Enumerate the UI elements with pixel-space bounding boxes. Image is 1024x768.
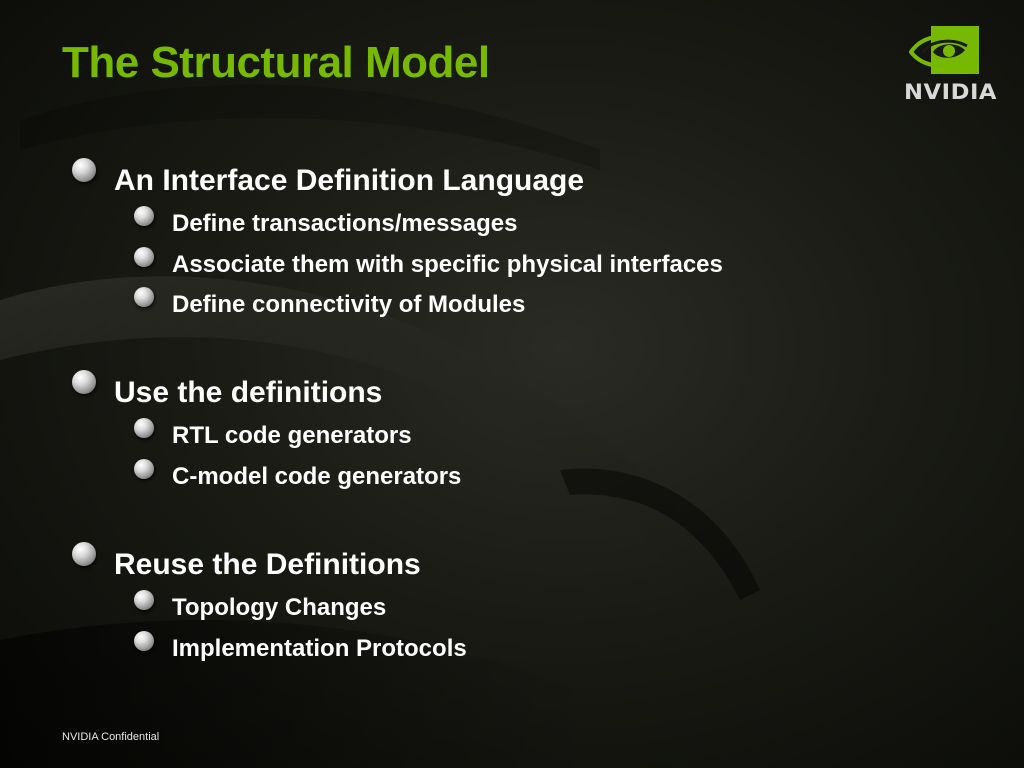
sub-bullet-icon <box>134 206 154 226</box>
bullet-heading: Reuse the Definitions <box>114 548 421 581</box>
bullet-heading: An Interface Definition Language <box>114 164 585 197</box>
sub-bullet-icon <box>134 247 154 267</box>
sub-bullet-icon <box>134 418 154 438</box>
sub-bullet-item: RTL code generators <box>172 422 412 449</box>
sub-bullet-icon <box>134 459 154 479</box>
nvidia-logo-text: NVIDIA <box>904 80 998 104</box>
slide-title: The Structural Model <box>62 38 490 87</box>
sub-bullet-item: Define transactions/messages <box>172 210 518 237</box>
sub-bullet-item: Implementation Protocols <box>172 635 467 662</box>
bullet-icon <box>72 542 96 566</box>
bullet-icon <box>72 370 96 394</box>
sub-bullet-icon <box>134 590 154 610</box>
nvidia-logo: NVIDIA <box>900 26 1004 106</box>
nvidia-eye-logo-icon <box>909 26 979 74</box>
sub-bullet-item: Define connectivity of Modules <box>172 291 526 318</box>
bullet-heading: Use the definitions <box>114 376 383 409</box>
bullet-icon <box>72 158 96 182</box>
sub-bullet-icon <box>134 631 154 651</box>
footer-confidential: NVIDIA Confidential <box>62 731 160 743</box>
sub-bullet-item: Associate them with specific physical in… <box>172 251 723 278</box>
sub-bullet-item: C-model code generators <box>172 463 462 490</box>
sub-bullet-item: Topology Changes <box>172 594 387 621</box>
sub-bullet-icon <box>134 287 154 307</box>
